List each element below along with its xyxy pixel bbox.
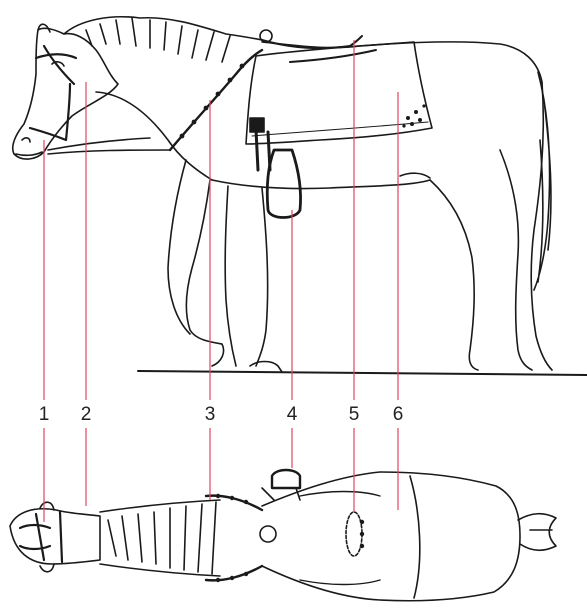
top-saddle-seat [300,492,380,585]
top-ears [40,502,54,572]
horse-front-hoof [250,362,282,373]
horse-top-view [10,470,556,601]
horse-side-view [13,17,587,375]
saddle-cloth-trim [252,122,428,136]
horse-front-leg-near-inner [225,186,236,366]
top-head [10,509,100,564]
leader-lines [44,40,398,522]
stirrup-iron [267,150,300,218]
top-breastplate-studs [216,494,248,582]
callout-label-saddle-cloth: 6 [386,403,410,427]
top-breastplate-boss [260,526,276,542]
callout-label-saddle: 5 [342,403,366,427]
top-body [262,472,520,601]
callout-label-bridle: 1 [32,403,56,427]
top-tail [518,514,556,551]
horse-mouth [16,152,42,155]
callout-label-headstall: 2 [74,403,98,427]
horse-hind-leg-back [531,82,552,370]
top-bridle [20,512,62,562]
horse-neck [96,92,212,180]
horse-belly [212,180,430,189]
top-neck-mane [100,500,220,576]
horse-nostril [22,138,30,142]
horse-hind-leg [430,180,478,370]
callout-label-stirrup: 4 [280,403,304,427]
saddle-seat-side [262,36,376,62]
horse-front-leg-back [256,188,268,366]
horse-mane [64,17,262,62]
horse-hind-leg-far [500,150,532,370]
top-saddle-cloth-edge [410,476,420,598]
horse-sheath [400,173,430,178]
girth-buckle [250,118,264,132]
ground-line [138,371,587,375]
top-saddle-ornament [346,512,362,556]
top-stirrup [272,470,300,488]
callout-label-breastplate: 3 [198,403,222,427]
horse-front-leg-near [186,180,223,366]
